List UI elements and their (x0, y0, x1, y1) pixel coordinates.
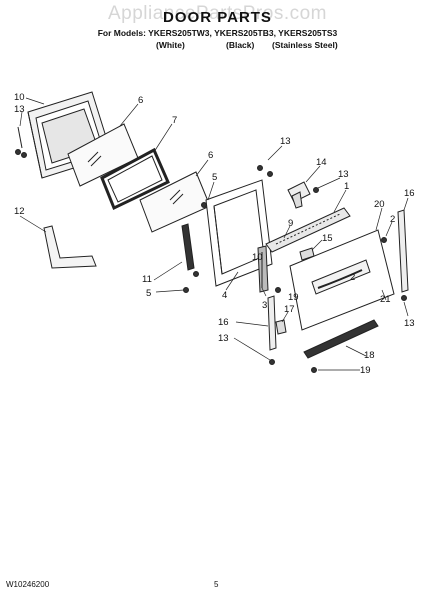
callout-13: 13 (404, 318, 415, 329)
hinge-part (257, 245, 269, 293)
watermark-text: AppliancePartsPros.com (107, 3, 328, 24)
callout-2: 2 (350, 272, 355, 283)
model-list: For Models: YKERS205TW3, YKERS205TB3, YK… (97, 28, 338, 38)
screw-13-right (401, 295, 407, 301)
part-17 (275, 319, 287, 335)
callout-13: 13 (14, 104, 25, 115)
callout-19: 19 (360, 365, 371, 376)
callout-13: 13 (338, 169, 349, 180)
leader-lines (19, 97, 409, 371)
side-trim-left-part (267, 295, 277, 351)
callout-5: 5 (212, 172, 217, 183)
callout-7: 7 (172, 115, 177, 126)
insulation-part (43, 225, 97, 269)
callout-6: 6 (208, 150, 213, 161)
screw-19-bottom (311, 367, 317, 373)
window-frame-part (100, 147, 170, 211)
screw-13-top (257, 165, 263, 171)
callout-9: 9 (288, 218, 293, 229)
vent-trim-part (265, 207, 351, 253)
variant-stainless: (Stainless Steel) (272, 40, 338, 50)
callout-4: 4 (222, 290, 227, 301)
callout-14: 14 (316, 157, 327, 168)
callout-13: 13 (280, 136, 291, 147)
left-screws-part (15, 126, 27, 158)
side-trim-right-part (397, 209, 409, 293)
variant-black: (Black) (226, 40, 255, 50)
callout-15: 15 (322, 233, 333, 244)
callout-1: 1 (344, 181, 349, 192)
callout-3: 3 (262, 300, 267, 311)
outer-door-panel-part (289, 229, 395, 331)
callout-17: 17 (284, 304, 295, 315)
callout-18: 18 (364, 350, 375, 361)
callout-21: 21 (380, 294, 391, 305)
callout-19: 19 (288, 292, 299, 303)
callout-13: 13 (218, 333, 229, 344)
callout-12: 12 (14, 206, 25, 217)
callout-10: 10 (252, 252, 263, 263)
bottom-trim-part (303, 319, 379, 359)
callout-5: 5 (146, 288, 151, 299)
page-number: 5 (214, 580, 219, 589)
spacer-strip-part (181, 223, 199, 277)
screw-5-upper (201, 202, 207, 208)
screw-19-upper (275, 287, 281, 293)
callout-16: 16 (404, 188, 415, 199)
callout-6: 6 (138, 95, 143, 106)
callout-2: 2 (390, 214, 395, 225)
callout-16: 16 (218, 317, 229, 328)
variant-white: (White) (156, 40, 185, 50)
document-number: W10246200 (6, 580, 50, 589)
callout-10: 10 (14, 92, 25, 103)
screw-13-top-b (267, 171, 273, 177)
page-title: DOOR PARTS (163, 9, 272, 26)
screw-13-bottom (269, 359, 275, 365)
callout-11: 11 (142, 274, 152, 285)
bracket-part (287, 181, 319, 209)
screw-5-lower (183, 287, 189, 293)
callout-20: 20 (374, 199, 385, 210)
